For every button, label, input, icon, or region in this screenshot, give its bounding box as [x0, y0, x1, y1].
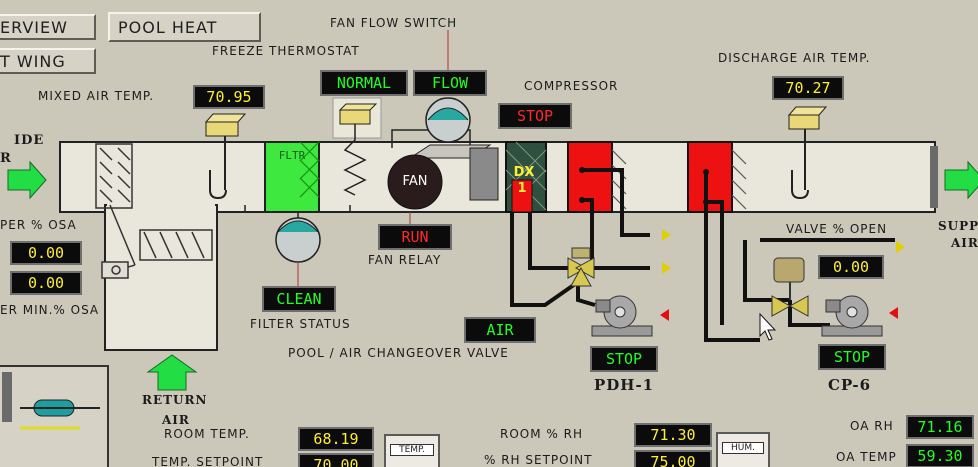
filter-status[interactable]: CLEAN	[262, 286, 336, 312]
red-pointer-2	[889, 307, 898, 319]
min-osa-label: ER MIN.% OSA	[0, 303, 100, 317]
duct-end-cap	[930, 146, 938, 208]
fan-relay-label: FAN RELAY	[368, 253, 442, 267]
outside-air-label-2: R	[0, 151, 12, 166]
changeover-status[interactable]: AIR	[464, 317, 536, 343]
wing-button-label: T WING	[0, 51, 66, 71]
yellow-pointer-2	[662, 262, 671, 274]
pdh-pump	[591, 295, 653, 337]
fan-tag: FAN	[402, 174, 428, 189]
fan-flow-switch-label: FAN FLOW SWITCH	[330, 16, 458, 30]
temp-trend-label: TEMP.	[390, 444, 434, 456]
overview-button-label: ERVIEW	[0, 17, 68, 37]
red-pointer-1	[660, 309, 669, 321]
return-damper	[139, 229, 213, 261]
freeze-stat-box	[339, 109, 371, 125]
wing-button[interactable]: T WING	[0, 48, 96, 74]
flow-status[interactable]: FLOW	[413, 70, 487, 96]
supply-air-label-1: SUPP	[938, 219, 978, 233]
oa-rh-label: OA RH	[850, 419, 894, 433]
rh-setpoint-readout[interactable]: 75.00	[634, 450, 712, 467]
discharge-air-temp-readout: 70.27	[772, 76, 844, 100]
return-air-label-1: RETURN	[142, 393, 208, 407]
hum-trend-button[interactable]: HUM.	[716, 432, 770, 467]
freeze-status[interactable]: NORMAL	[320, 70, 408, 96]
overview-button[interactable]: ERVIEW	[0, 14, 96, 40]
cp-status[interactable]: STOP	[818, 344, 886, 370]
pdh-status[interactable]: STOP	[590, 346, 658, 372]
yellow-pointer-1	[662, 229, 671, 241]
pool-heat-button-label: POOL HEAT	[118, 17, 218, 37]
leader-lines	[297, 30, 449, 288]
outside-air-arrow	[7, 160, 47, 200]
hum-trend-label: HUM.	[722, 442, 764, 454]
temp-setpoint-readout[interactable]: 70.00	[298, 453, 374, 467]
oa-temp-label: OA TEMP	[836, 450, 897, 464]
return-air-arrow	[146, 354, 198, 391]
compressor-status[interactable]: STOP	[498, 103, 572, 129]
outside-air-label-1: IDE	[14, 133, 45, 148]
temp-setpoint-label: TEMP. SETPOINT	[152, 455, 264, 467]
damper-osa-label: PER % OSA	[0, 218, 77, 232]
pool-heat-button[interactable]: POOL HEAT	[108, 12, 261, 42]
mixed-air-temp-label: MIXED AIR TEMP.	[38, 89, 155, 103]
mixed-air-temp-readout: 70.95	[193, 85, 265, 109]
supply-air-arrow	[944, 160, 978, 200]
discharge-sensor-box	[788, 114, 820, 130]
changeover-valve-label: POOL / AIR CHANGEOVER VALVE	[288, 346, 509, 360]
mixed-air-sensor-box	[205, 121, 239, 137]
room-rh-readout: 71.30	[634, 423, 712, 447]
valve-open-readout: 0.00	[818, 255, 884, 279]
freeze-thermostat-label: FREEZE THERMOSTAT	[212, 44, 360, 58]
temp-trend-button[interactable]: TEMP.	[384, 434, 440, 467]
filter-tag: FLTR	[278, 149, 306, 162]
cp-label: CP-6	[828, 376, 872, 394]
oa-temp-readout: 59.30	[906, 444, 974, 467]
supply-air-label-2: AIR	[951, 236, 978, 250]
return-air-label-2: AIR	[162, 413, 190, 427]
room-temp-readout: 68.19	[298, 427, 374, 451]
mouse-cursor	[759, 312, 777, 341]
reheat-coil-1	[567, 141, 613, 213]
discharge-air-temp-label: DISCHARGE AIR TEMP.	[718, 51, 871, 65]
changeover-valve	[567, 247, 595, 287]
room-temp-label: ROOM TEMP.	[164, 427, 250, 441]
filter-mesh	[299, 141, 320, 198]
filter	[264, 141, 320, 213]
damper-actuator	[101, 204, 136, 279]
dx-stage: 1	[517, 181, 527, 196]
rh-setpoint-label: % RH SETPOINT	[484, 453, 593, 467]
damper-osa-readout[interactable]: 0.00	[10, 241, 82, 265]
valve-open-label: VALVE % OPEN	[786, 222, 888, 236]
yellow-pointer-3	[896, 241, 905, 253]
fan-status[interactable]: RUN	[378, 224, 452, 250]
piping	[510, 168, 895, 342]
oa-damper	[95, 143, 133, 209]
min-osa-readout[interactable]: 0.00	[10, 271, 82, 295]
cp-pump	[821, 295, 883, 337]
duct-joint	[107, 200, 215, 212]
equipment-panel	[0, 365, 109, 467]
filter-status-label: FILTER STATUS	[250, 317, 351, 331]
cp-valve	[771, 257, 809, 317]
dx-tag: DX	[513, 165, 535, 180]
room-rh-label: ROOM % RH	[500, 427, 583, 441]
compressor-label: COMPRESSOR	[524, 79, 619, 93]
supply-fan	[387, 154, 443, 210]
oa-rh-readout: 71.16	[906, 415, 974, 439]
pdh-label: PDH-1	[594, 376, 655, 394]
